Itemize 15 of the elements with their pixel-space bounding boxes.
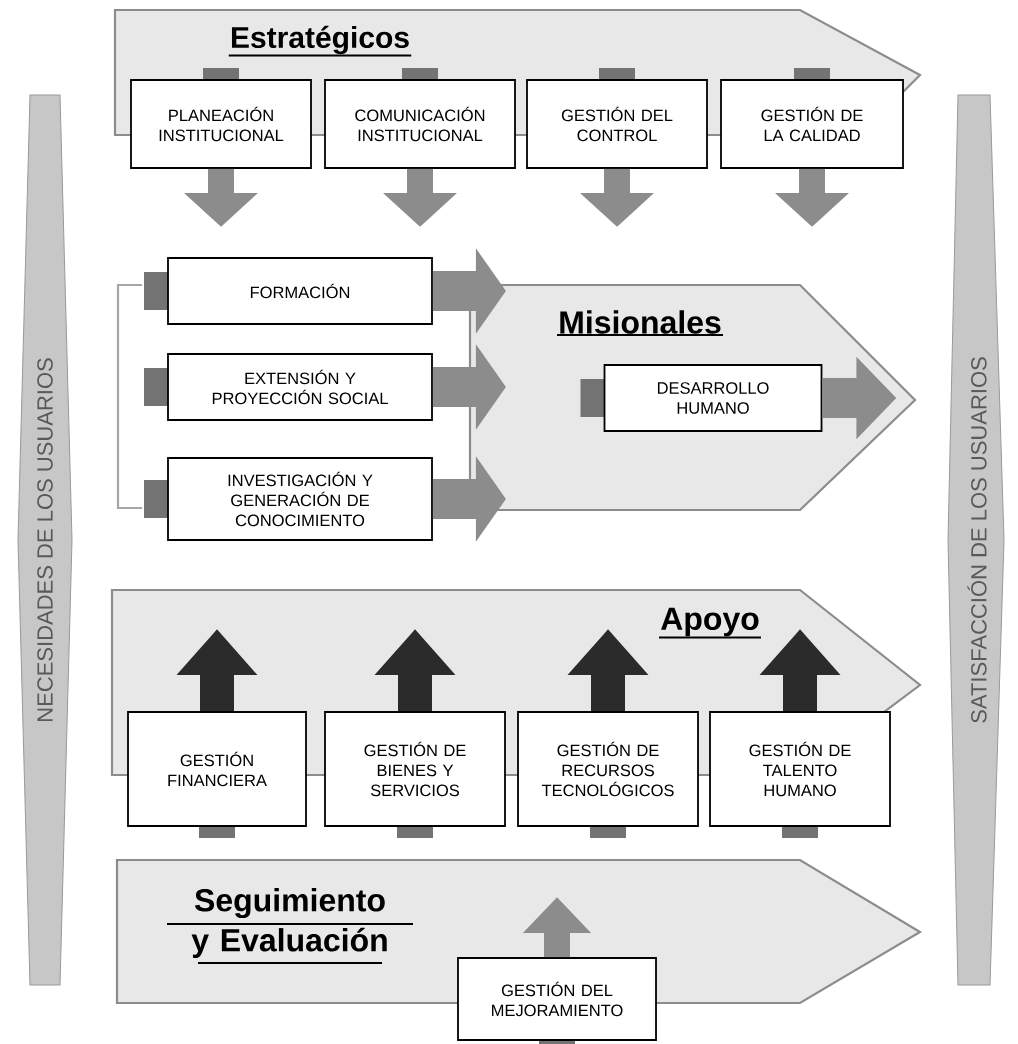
process-box: COMUNICACIÓN INSTITUCIONAL bbox=[324, 68, 516, 169]
process-box: GESTIÓN DEL CONTROL bbox=[526, 68, 708, 169]
process-box: FORMACIÓN bbox=[144, 257, 433, 325]
process-box: DESARROLLO HUMANO bbox=[580, 364, 823, 432]
process-box: GESTIÓN DE TALENTO HUMANO bbox=[709, 711, 891, 838]
side-bar: NECESIDADES DE LOS USUARIOS bbox=[17, 94, 73, 986]
process-box: GESTIÓN DEL MEJORAMIENTO bbox=[457, 957, 657, 1044]
process-box: PLANEACIÓN INSTITUCIONAL bbox=[130, 68, 312, 169]
process-box: GESTIÓN DE RECURSOS TECNOLÓGICOS bbox=[517, 711, 699, 838]
process-box: GESTIÓN DE BIENES Y SERVICIOS bbox=[324, 711, 506, 838]
process-box: GESTIÓN DE LA CALIDAD bbox=[720, 68, 904, 169]
side-bar: SATISFACCIÓN DE LOS USUARIOS bbox=[947, 94, 1005, 986]
process-box: EXTENSIÓN Y PROYECCIÓN SOCIAL bbox=[144, 353, 433, 421]
process-box: GESTIÓN FINANCIERA bbox=[127, 711, 307, 838]
process-box: INVESTIGACIÓN Y GENERACIÓN DE CONOCIMIENTO bbox=[144, 457, 433, 541]
